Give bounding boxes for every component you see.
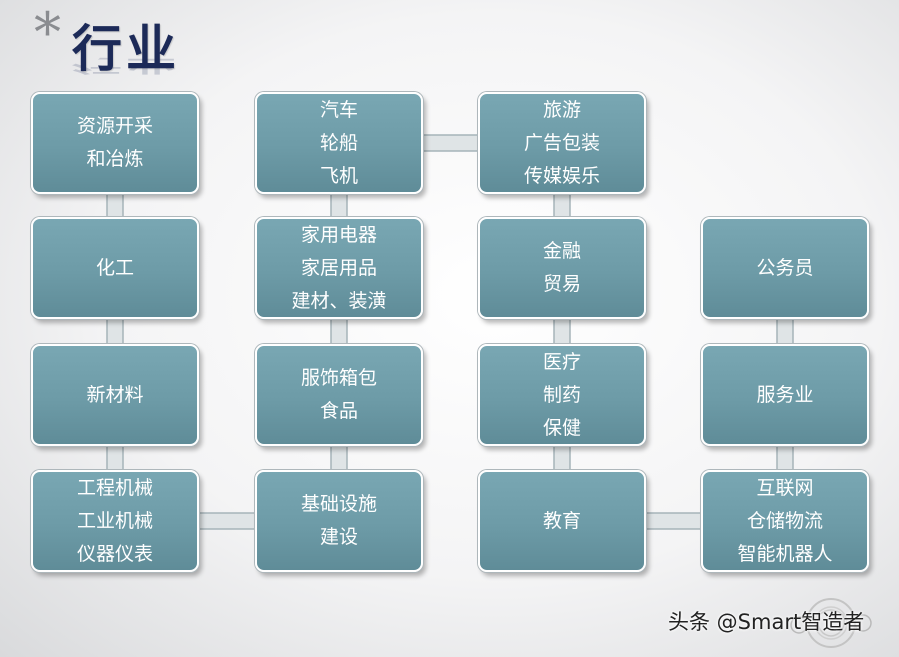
industry-node: 互联网仓储物流智能机器人 [701, 470, 869, 572]
industry-node-label: 资源开采 [76, 115, 153, 137]
industry-node-label: 建材、装潢 [291, 289, 387, 312]
industry-node-label: 教育 [542, 509, 581, 532]
industry-node-label: 家居用品 [300, 256, 377, 279]
industry-node: 服务业 [701, 344, 869, 446]
watermark-text: 头条 @Smart智造者 [668, 610, 865, 634]
industry-node-label: 金融 [542, 240, 581, 262]
industry-node-label: 公务员 [756, 256, 814, 279]
industry-node-label: 轮船 [319, 131, 358, 154]
connector-n5-n9 [418, 134, 483, 152]
industry-node-label: 保健 [542, 416, 581, 439]
industry-node-label: 食品 [319, 400, 358, 422]
industry-node-label: 基础设施 [300, 493, 377, 515]
industry-node-label: 工业机械 [76, 509, 153, 532]
industry-node-label: 服饰箱包 [300, 367, 377, 389]
industry-node: 新材料 [31, 344, 199, 446]
industry-node-label: 医疗 [542, 350, 581, 373]
industry-node: 金融贸易 [478, 217, 646, 319]
industry-node: 公务员 [701, 217, 869, 319]
industry-node: 教育 [478, 470, 646, 572]
industry-node: 汽车轮船飞机 [255, 92, 423, 194]
industry-node-label: 汽车 [319, 98, 358, 121]
title-asterisk: * [34, 1, 61, 64]
industry-node-label: 传媒娱乐 [523, 164, 600, 187]
industry-node-label: 广告包装 [523, 131, 600, 154]
industry-node-label: 互联网 [756, 476, 814, 499]
industry-node-label: 家用电器 [300, 223, 377, 246]
industry-node-label: 旅游 [542, 98, 581, 121]
industry-node-label: 贸易 [542, 273, 581, 295]
industry-node-label: 仓储物流 [746, 509, 823, 532]
industry-node: 旅游广告包装传媒娱乐 [478, 92, 646, 194]
industry-node-label: 新材料 [86, 383, 144, 406]
industry-node: 服饰箱包食品 [255, 344, 423, 446]
connector-n12-n15 [641, 512, 706, 530]
industry-node-label: 仪器仪表 [76, 542, 153, 565]
industry-node-label: 智能机器人 [737, 542, 833, 565]
industry-node-label: 飞机 [319, 164, 358, 187]
industry-node: 家用电器家居用品建材、装潢 [255, 217, 423, 319]
industry-node-label: 服务业 [756, 383, 814, 406]
industry-node-label: 工程机械 [76, 476, 153, 499]
industry-node: 化工 [31, 217, 199, 319]
industry-node: 医疗制药保健 [478, 344, 646, 446]
industry-node-label: 和冶炼 [86, 148, 144, 170]
connector-n4-n8 [194, 512, 260, 530]
watermark-logo-icon [790, 598, 872, 648]
industry-node-label: 制药 [542, 383, 581, 406]
industry-node: 基础设施建设 [255, 470, 423, 572]
industry-node-label: 建设 [319, 526, 358, 548]
page-title: 行业 [72, 19, 180, 78]
industry-node: 工程机械工业机械仪器仪表 [31, 470, 199, 572]
industry-node-label: 化工 [95, 256, 134, 279]
industry-node: 资源开采和冶炼 [31, 92, 199, 194]
